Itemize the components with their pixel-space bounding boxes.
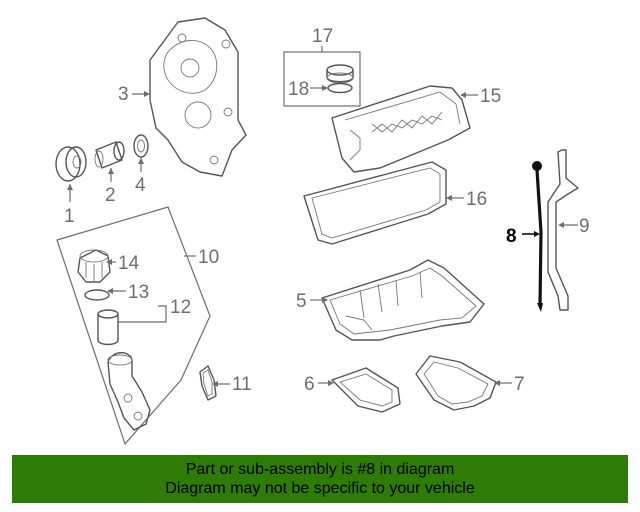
leader-8-arrow [534, 231, 540, 237]
part-8-dipstick[interactable] [532, 161, 543, 312]
part-7-lower-pan[interactable] [415, 355, 497, 411]
part-5-oil-pan[interactable] [321, 259, 485, 341]
callout-5: 5 [296, 291, 307, 312]
part-9-dipstick-tube[interactable] [547, 149, 579, 311]
parts-diagram: 3 1 2 4 17 18 15 16 5 6 7 8 9 10 11 12 1… [55, 17, 590, 446]
part-3-timing-cover[interactable] [149, 17, 247, 177]
callout-12: 12 [170, 297, 191, 318]
part-14-filter-housing[interactable] [77, 249, 111, 283]
callout-8: 8 [506, 226, 517, 247]
callout-14: 14 [118, 253, 140, 274]
banner-line-part: Part or sub-assembly is #8 in diagram [185, 461, 455, 478]
part-2-sleeve[interactable] [94, 141, 125, 169]
part-10-housing-lower[interactable] [107, 352, 151, 431]
part-18-seal-ring[interactable] [327, 82, 353, 94]
callout-15: 15 [480, 86, 501, 107]
part-4-seal[interactable] [133, 134, 149, 158]
callout-6: 6 [304, 374, 315, 395]
part-16-gasket[interactable] [303, 161, 447, 245]
callout-4: 4 [135, 175, 146, 196]
callout-3: 3 [118, 84, 129, 105]
part-15-head-cover[interactable] [331, 85, 471, 173]
part-10-filter-assembly[interactable] [56, 206, 211, 446]
banner-line-disclaimer: Diagram may not be specific to your vehi… [165, 480, 475, 497]
part-6-lower-pan[interactable] [331, 367, 401, 413]
callout-1: 1 [64, 206, 75, 227]
leader-lines [67, 46, 578, 387]
info-banner: Part or sub-assembly is #8 in diagram Di… [12, 455, 628, 503]
callout-7: 7 [514, 374, 525, 395]
callout-9: 9 [579, 216, 590, 237]
callout-11: 11 [232, 374, 252, 395]
part-13-o-ring[interactable] [84, 289, 110, 301]
callout-16: 16 [466, 189, 487, 210]
part-12-filter-element[interactable] [97, 309, 119, 346]
callout-17: 17 [312, 26, 333, 47]
callout-10: 10 [198, 247, 219, 268]
callout-13: 13 [128, 282, 149, 303]
part-1-pulley[interactable] [55, 146, 87, 182]
callout-18: 18 [288, 79, 309, 100]
part-11-gasket[interactable] [199, 365, 217, 401]
callout-2: 2 [105, 185, 116, 206]
